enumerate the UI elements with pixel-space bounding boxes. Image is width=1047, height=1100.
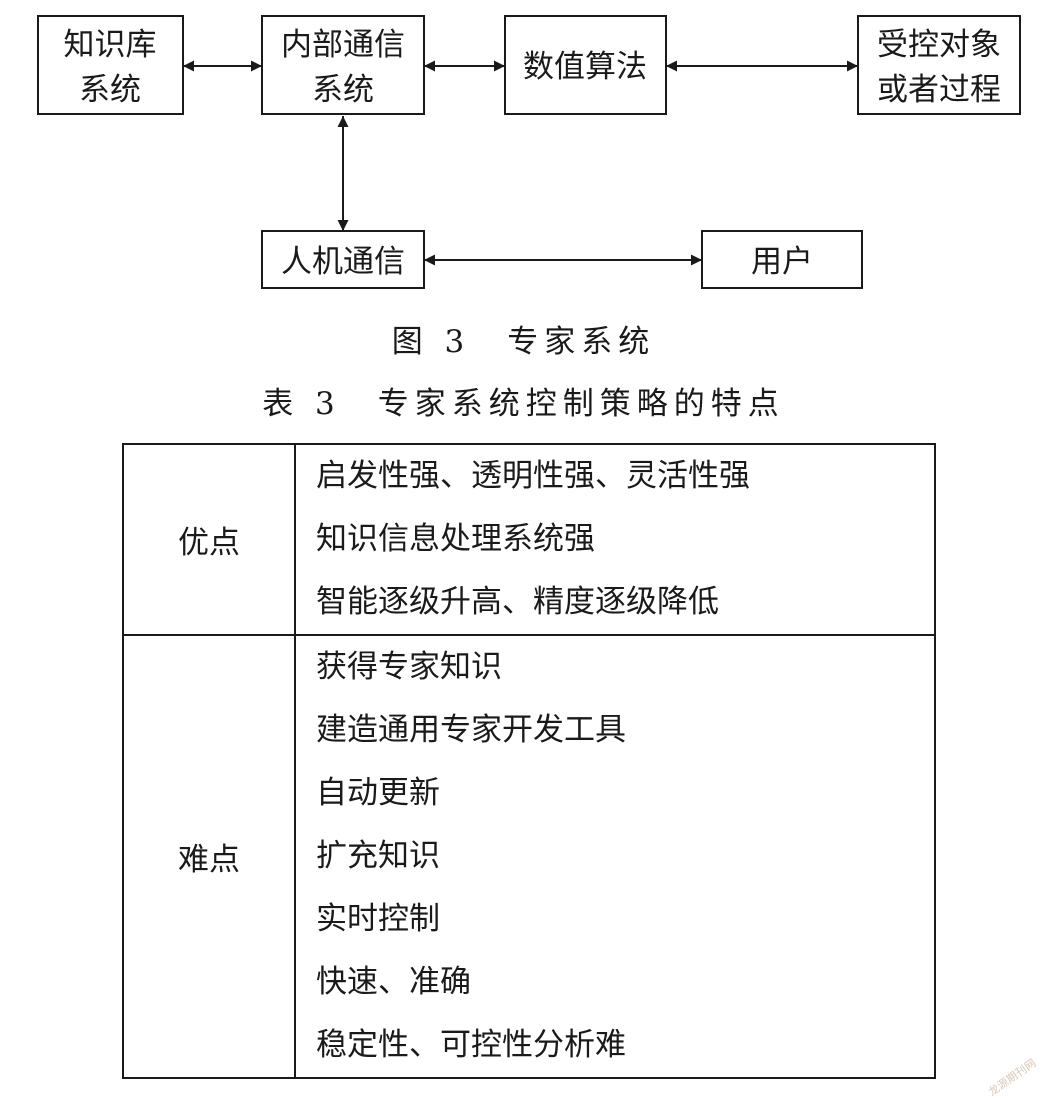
node-knowledge-base: 知识库 系统 [37, 15, 184, 115]
items-difficulties: 获得专家知识 建造通用专家开发工具 自动更新 扩充知识 实时控制 快速、准确 稳… [294, 634, 936, 1079]
list-item: 获得专家知识 [316, 649, 502, 685]
table-row-difficulties: 难点 获得专家知识 建造通用专家开发工具 自动更新 扩充知识 实时控制 快速、准… [122, 634, 936, 1079]
list-item: 建造通用专家开发工具 [316, 712, 626, 748]
node-knowledge-base-line2: 系统 [79, 72, 141, 108]
node-internal-comm: 内部通信 系统 [261, 15, 425, 115]
watermark: 龙源期刊网 [985, 1056, 1039, 1099]
figure-caption: 图 3 专家系统 [391, 324, 656, 360]
node-controlled-object-line2: 或者过程 [877, 72, 1001, 108]
features-table: 优点 启发性强、透明性强、灵活性强 知识信息处理系统强 智能逐级升高、精度逐级降… [122, 443, 936, 1079]
category-advantages: 优点 [122, 443, 296, 636]
node-numeric-algo: 数值算法 [504, 15, 667, 115]
category-difficulties: 难点 [122, 634, 296, 1079]
node-hmi: 人机通信 [261, 230, 425, 289]
list-item: 实时控制 [316, 901, 440, 937]
node-user-label: 用户 [751, 244, 813, 280]
expert-system-diagram: 知识库 系统 内部通信 系统 数值算法 受控对象 或者过程 人机通信 用户 [37, 15, 1021, 289]
list-item: 知识信息处理系统强 [316, 521, 595, 557]
node-numeric-algo-label: 数值算法 [523, 49, 647, 85]
node-controlled-object: 受控对象 或者过程 [857, 15, 1021, 115]
list-item: 自动更新 [316, 775, 440, 811]
items-advantages: 启发性强、透明性强、灵活性强 知识信息处理系统强 智能逐级升高、精度逐级降低 [294, 443, 936, 636]
node-knowledge-base-line1: 知识库 [64, 27, 157, 63]
table-row-advantages: 优点 启发性强、透明性强、灵活性强 知识信息处理系统强 智能逐级升高、精度逐级降… [122, 443, 936, 636]
list-item: 稳定性、可控性分析难 [316, 1027, 626, 1063]
node-internal-comm-line2: 系统 [312, 72, 374, 108]
node-internal-comm-line1: 内部通信 [281, 27, 405, 63]
node-hmi-label: 人机通信 [281, 244, 405, 280]
list-item: 智能逐级升高、精度逐级降低 [316, 584, 719, 620]
list-item: 快速、准确 [316, 964, 471, 1000]
table-caption: 表 3 专家系统控制策略的特点 [262, 386, 785, 422]
list-item: 扩充知识 [316, 838, 440, 874]
node-controlled-object-line1: 受控对象 [877, 27, 1001, 63]
list-item: 启发性强、透明性强、灵活性强 [316, 458, 750, 494]
node-user: 用户 [701, 230, 863, 289]
